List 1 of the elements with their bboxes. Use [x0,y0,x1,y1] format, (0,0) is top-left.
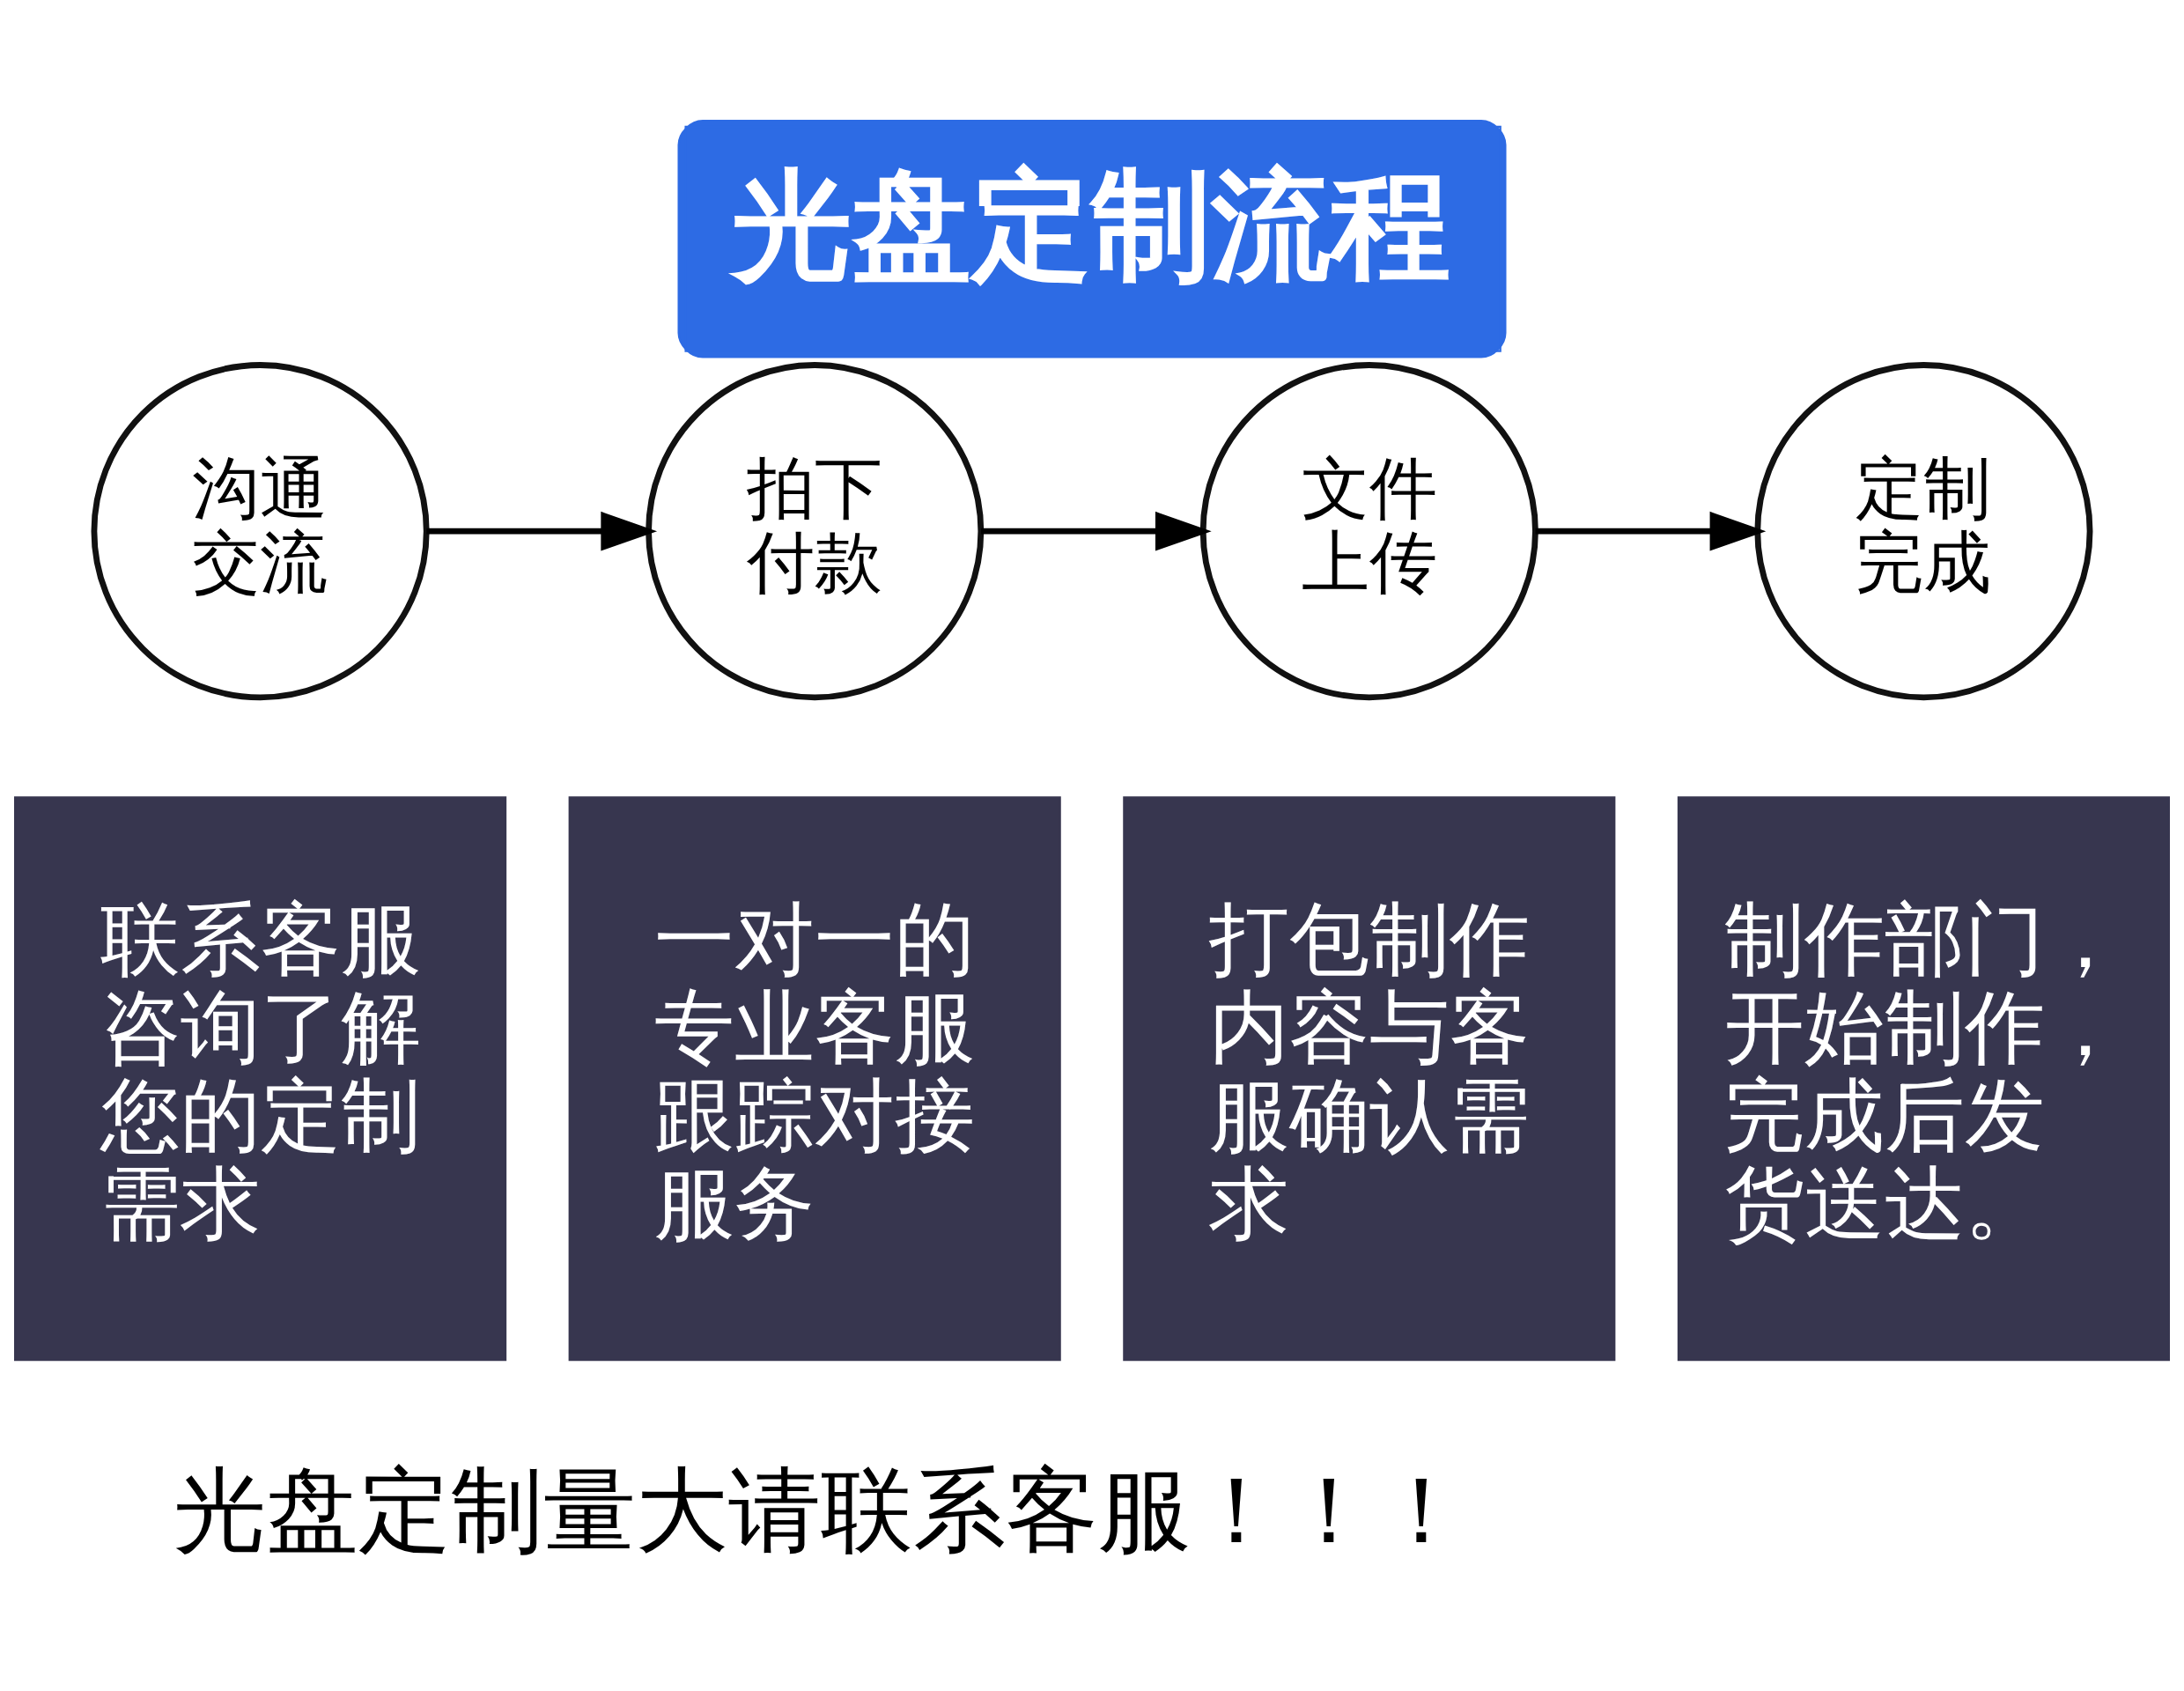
label: 光盘定制量大请联系客服！！！ [173,1456,1468,1564]
